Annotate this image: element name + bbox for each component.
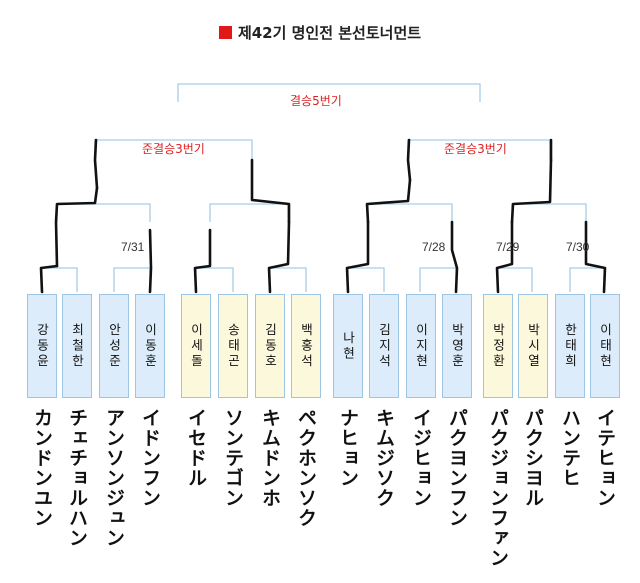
player-name: 백홍석 — [298, 322, 314, 370]
player-name: 나현 — [340, 330, 356, 362]
player-kana: パクヨンフン — [446, 408, 468, 528]
match-date: 7/28 — [422, 240, 446, 254]
player-name: 이태현 — [597, 322, 613, 370]
player-box: 김동호 — [255, 294, 285, 398]
player-box: 나현 — [333, 294, 363, 398]
player-kana: ハンテヒ — [559, 408, 581, 488]
player-kana: キムジソク — [373, 408, 395, 508]
player-kana: イジヒョン — [410, 408, 432, 508]
player-box: 박시열 — [518, 294, 548, 398]
player-kana: ナヒョン — [337, 408, 359, 488]
player-box: 안성준 — [99, 294, 129, 398]
player-box: 이지현 — [406, 294, 436, 398]
player-name: 강동윤 — [34, 322, 50, 370]
match-date: 7/29 — [496, 240, 520, 254]
player-name: 안성준 — [106, 322, 122, 370]
player-name: 박영훈 — [449, 322, 465, 370]
semifinal-right-label: 준결승3번기 — [444, 142, 507, 156]
player-box: 이세돌 — [181, 294, 211, 398]
match-date: 7/31 — [121, 240, 145, 254]
player-kana: キムドンホ — [259, 408, 281, 508]
player-name: 송태곤 — [225, 322, 241, 370]
player-kana: イセドル — [185, 408, 207, 488]
player-name: 한태희 — [562, 322, 578, 370]
player-name: 이지현 — [413, 322, 429, 370]
player-kana: パクジョンファン — [487, 408, 509, 568]
title-text: 제42기 명인전 본선토너먼트 — [237, 24, 422, 42]
player-name: 이세돌 — [188, 322, 204, 370]
player-kana: ソンテゴン — [222, 408, 244, 508]
page-title: 제42기 명인전 본선토너먼트 — [0, 22, 640, 43]
player-kana: パクシヨル — [522, 408, 544, 508]
player-name: 김동호 — [262, 322, 278, 370]
player-box: 최철한 — [62, 294, 92, 398]
player-name: 박시열 — [525, 322, 541, 370]
player-box: 김지석 — [369, 294, 399, 398]
player-box: 박정환 — [483, 294, 513, 398]
player-box: 이동훈 — [135, 294, 165, 398]
final-round-label: 결승5번기 — [290, 94, 342, 108]
player-box: 이태현 — [590, 294, 620, 398]
player-box: 송태곤 — [218, 294, 248, 398]
player-name: 박정환 — [490, 322, 506, 370]
player-name: 최철한 — [69, 322, 85, 370]
player-name: 김지석 — [376, 322, 392, 370]
player-box: 백홍석 — [291, 294, 321, 398]
player-kana: チェチョルハン — [66, 408, 88, 548]
player-box: 박영훈 — [442, 294, 472, 398]
red-square-icon — [218, 26, 232, 39]
player-kana: イドンフン — [139, 408, 161, 508]
player-box: 한태희 — [555, 294, 585, 398]
player-kana: ペクホンソク — [295, 408, 317, 528]
match-date: 7/30 — [566, 240, 590, 254]
player-box: 강동윤 — [27, 294, 57, 398]
player-name: 이동훈 — [142, 322, 158, 370]
player-kana: アンソンジュン — [103, 408, 125, 548]
player-kana: イテヒョン — [594, 408, 616, 508]
semifinal-left-label: 준결승3번기 — [142, 142, 205, 156]
player-kana: カンドンユン — [31, 408, 53, 528]
